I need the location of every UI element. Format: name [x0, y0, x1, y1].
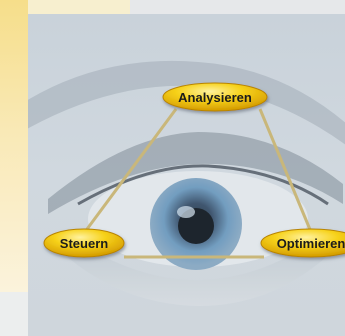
lower-lid-shape	[58, 229, 338, 306]
connector-analysieren-optimieren	[258, 108, 318, 245]
node-optimieren: Optimieren	[260, 228, 345, 258]
eye-image-panel: Analysieren Steuern Optimieren	[28, 14, 345, 336]
triangle-connectors	[74, 108, 318, 259]
node-optimieren-label: Optimieren	[277, 236, 345, 251]
node-steuern-shape	[43, 228, 125, 258]
connector-analysieren-steuern	[74, 108, 178, 245]
top-accent-strip	[28, 0, 130, 14]
node-optimieren-shape	[260, 228, 345, 258]
eye-reflection	[177, 206, 195, 218]
eye-image	[28, 60, 345, 306]
eyebrow-shape	[28, 60, 345, 145]
node-steuern-label: Steuern	[60, 236, 108, 251]
node-analysieren: Analysieren	[162, 82, 268, 112]
node-steuern: Steuern	[43, 228, 125, 258]
node-analysieren-label: Analysieren	[178, 90, 252, 105]
left-accent-gradient	[0, 0, 28, 292]
upper-lid-shape	[48, 132, 343, 214]
process-triangle-diagram: Analysieren Steuern Optimieren	[28, 60, 345, 306]
node-analysieren-shape	[162, 82, 268, 112]
